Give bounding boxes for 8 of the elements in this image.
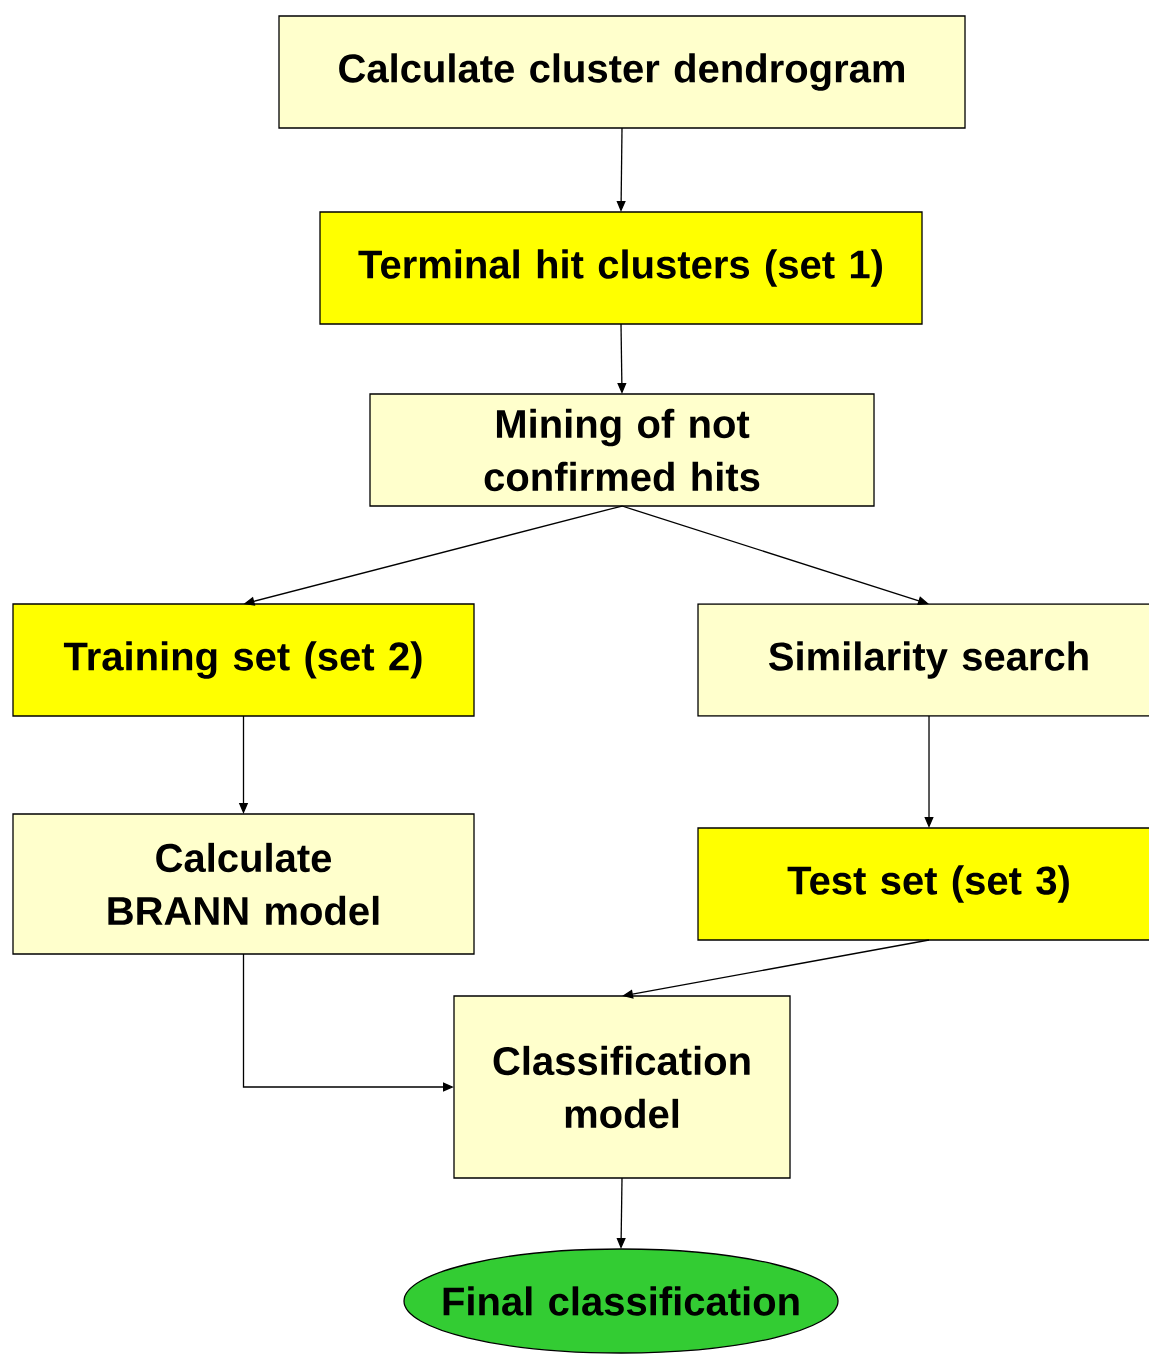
process-box: Training set (set 2) bbox=[12, 603, 475, 717]
process-box: Similarity search bbox=[697, 603, 1149, 717]
process-box: Mining of not confirmed hits bbox=[369, 393, 875, 507]
process-box: Classification model bbox=[453, 995, 791, 1179]
process-box: Calculate BRANN model bbox=[12, 813, 475, 955]
process-box: Test set (set 3) bbox=[697, 827, 1149, 941]
process-box: Terminal hit clusters (set 1) bbox=[319, 211, 923, 325]
process-box: Calculate cluster dendrogram bbox=[278, 15, 966, 129]
